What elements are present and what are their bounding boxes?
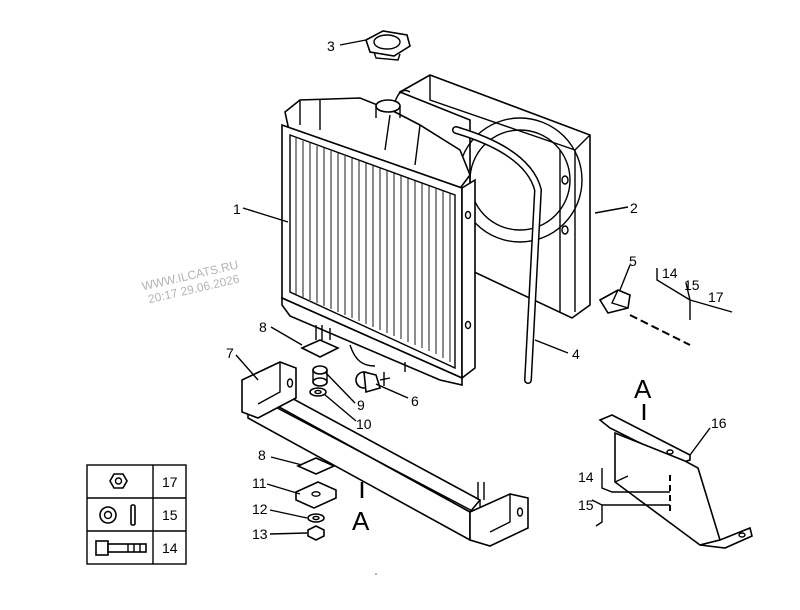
callout-8-upper: 8	[259, 319, 267, 335]
legend-label-15: 15	[162, 507, 178, 523]
callout-16: 16	[711, 415, 727, 431]
legend-washer-pin-icon	[99, 504, 136, 526]
callout-7: 7	[226, 345, 234, 361]
clip-icon	[598, 289, 631, 314]
section-a-label: A	[352, 506, 370, 536]
legend-bolt-icon	[95, 540, 147, 556]
nut-icon	[307, 525, 325, 541]
radiator-core-fins	[295, 138, 451, 362]
callout-15-detail: 15	[578, 497, 594, 513]
bracket-icon	[295, 481, 337, 509]
radiator-cap-icon	[365, 30, 411, 61]
callout-9: 9	[357, 397, 365, 413]
callout-14-detail: 14	[578, 469, 594, 485]
callout-3: 3	[327, 38, 335, 54]
callout-2: 2	[630, 200, 638, 216]
callout-10: 10	[356, 416, 372, 432]
leader-lines	[235, 39, 733, 535]
callout-13: 13	[252, 526, 268, 542]
lower-washer-icon	[307, 513, 325, 523]
legend-label-14: 14	[162, 540, 178, 556]
detail-bracket-icon	[598, 414, 753, 549]
callout-1: 1	[233, 201, 241, 217]
callout-11: 11	[252, 475, 267, 491]
callout-12: 12	[252, 501, 268, 517]
fastener-legend: 17 15 14	[86, 464, 187, 565]
legend-label-17: 17	[162, 474, 178, 490]
legend-nut-icon	[109, 473, 128, 489]
callout-5: 5	[629, 253, 637, 269]
filler-neck-icon	[375, 99, 401, 118]
mount-pad-lower	[296, 457, 336, 475]
hose-icon	[452, 126, 543, 384]
drain-valve-icon	[349, 344, 391, 394]
washer-icon	[309, 387, 327, 397]
callout-17-top: 17	[708, 289, 724, 305]
crossmember-icon	[241, 361, 529, 547]
view-a-label: A	[634, 374, 652, 404]
callout-6: 6	[411, 393, 419, 409]
watermark: WWW.ILCATS.RU 20:17 29.06.2026	[141, 258, 242, 307]
callout-15-top: 15	[684, 277, 700, 293]
radiator-icon	[281, 89, 476, 387]
callout-14-top: 14	[662, 265, 678, 281]
mount-pad-upper	[300, 325, 340, 358]
callout-8-lower: 8	[258, 447, 266, 463]
callout-4: 4	[572, 346, 580, 362]
rubber-bushing-icon	[312, 365, 328, 387]
